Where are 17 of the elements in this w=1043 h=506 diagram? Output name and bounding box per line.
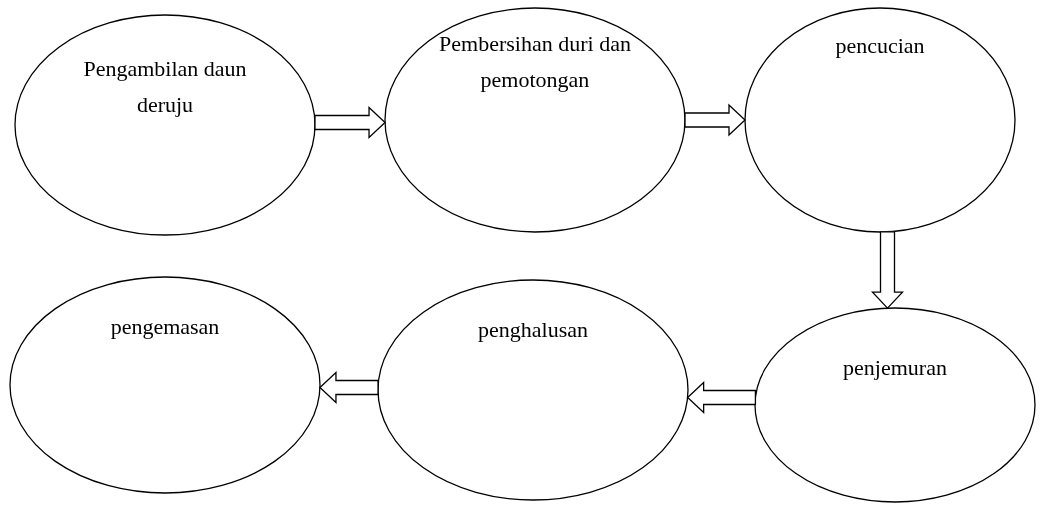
block-arrow bbox=[871, 231, 904, 310]
step-label: pengemasan bbox=[109, 313, 221, 341]
block-arrow bbox=[686, 381, 757, 414]
process-ellipse bbox=[754, 307, 1036, 503]
process-ellipse bbox=[744, 7, 1016, 233]
block-arrow bbox=[319, 371, 379, 404]
step-label: Pengambilan daun deruju bbox=[82, 55, 248, 119]
block-arrow bbox=[684, 103, 746, 137]
step-label: penjemuran bbox=[842, 354, 948, 382]
process-ellipse bbox=[9, 276, 321, 494]
process-ellipse bbox=[14, 14, 316, 236]
process-ellipse bbox=[384, 7, 686, 233]
step-label: Pembersihan duri dan pemotongan bbox=[438, 30, 632, 94]
block-arrow bbox=[314, 106, 386, 139]
step-label: pencucian bbox=[834, 32, 926, 60]
step-label: penghalusan bbox=[477, 316, 589, 344]
process-ellipse bbox=[377, 279, 689, 501]
